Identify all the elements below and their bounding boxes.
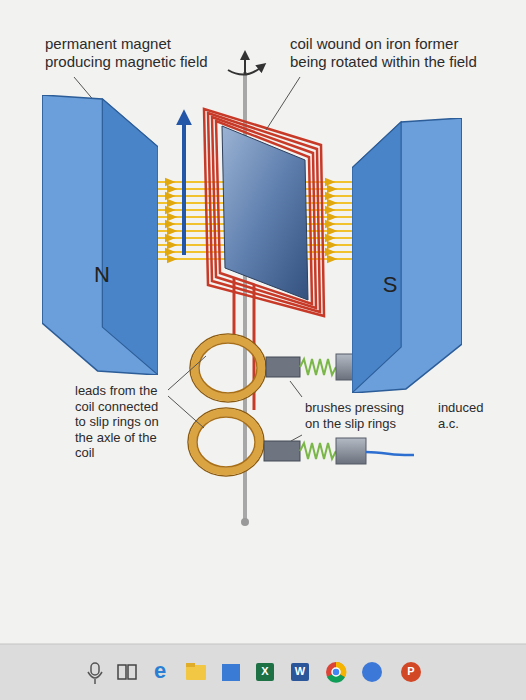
callout-label: permanent magnet producing magnetic fiel… xyxy=(45,35,220,71)
callout-label: brushes pressing on the slip rings xyxy=(305,400,420,431)
field-direction-arrow xyxy=(184,122,185,255)
app-icon-letter: X xyxy=(261,665,268,677)
taskbar xyxy=(128,665,136,679)
magnet-block: S xyxy=(352,118,462,393)
taskbar xyxy=(118,665,126,679)
pole-letter: N xyxy=(48,262,156,288)
leader-line xyxy=(168,356,206,390)
magnet-face xyxy=(102,99,158,375)
app-icon-letter: P xyxy=(402,665,420,678)
callout-label: coil wound on iron former being rotated … xyxy=(290,35,495,71)
slip-ring xyxy=(188,334,266,476)
app-icon-letter: W xyxy=(295,665,305,677)
taskbar xyxy=(222,664,240,681)
slip-ring xyxy=(197,417,255,467)
taskbar xyxy=(91,663,99,675)
taskbar xyxy=(256,663,274,681)
callout-label: coil wound on iron former being rotated … xyxy=(290,35,477,70)
brush xyxy=(300,359,336,375)
magnet-block: N xyxy=(42,95,158,375)
coil-windings xyxy=(204,109,324,316)
leader-line xyxy=(291,435,302,441)
taskbar xyxy=(332,668,340,676)
app-icon-letter: P xyxy=(407,665,414,677)
app-icon-letter: X xyxy=(256,665,274,678)
app-icon-letter: W xyxy=(291,665,309,678)
leader-line xyxy=(290,381,302,397)
coil-windings xyxy=(208,113,320,312)
taskbar xyxy=(326,662,346,682)
slip-ring xyxy=(190,334,266,402)
brush xyxy=(266,357,300,377)
magnet-face xyxy=(352,122,401,393)
brush xyxy=(300,443,336,459)
taskbar xyxy=(362,662,382,682)
leader-line xyxy=(168,396,204,428)
field-direction-arrow xyxy=(182,122,186,255)
callout-label: brushes pressing on the slip rings xyxy=(305,400,404,431)
coil-leads xyxy=(233,278,236,338)
taskbar xyxy=(0,644,526,700)
callout-label: permanent magnet producing magnetic fiel… xyxy=(45,35,208,70)
taskbar xyxy=(88,672,102,684)
magnet-shape xyxy=(42,95,158,375)
taskbar xyxy=(0,644,526,645)
callout-label: induced a.c. xyxy=(438,400,484,431)
magnet-shape xyxy=(352,118,462,393)
slip-ring xyxy=(195,339,262,398)
brush xyxy=(336,438,366,464)
taskbar xyxy=(0,644,526,700)
pole-letter: S xyxy=(339,272,441,298)
taskbar xyxy=(186,665,206,680)
taskbar xyxy=(401,662,421,682)
slip-ring xyxy=(193,413,260,472)
taskbar xyxy=(186,663,195,667)
magnet-face xyxy=(42,95,158,375)
axle xyxy=(244,58,246,74)
app-icon-letter: e xyxy=(154,658,166,683)
callout-label: induced a.c. xyxy=(438,400,494,431)
callout-label: leads from the coil connected to slip ri… xyxy=(75,383,163,461)
app-icon-letter: e xyxy=(149,658,171,684)
axle xyxy=(241,518,249,526)
coil-windings xyxy=(204,109,324,316)
callout-label: leads from the coil connected to slip ri… xyxy=(75,383,159,460)
slip-ring xyxy=(188,408,264,476)
slip-ring xyxy=(199,343,257,393)
output-wire xyxy=(366,452,414,455)
brush xyxy=(264,441,300,461)
coil-windings xyxy=(212,117,316,308)
taskbar xyxy=(291,663,309,681)
axle xyxy=(228,68,260,75)
leader-line xyxy=(266,77,300,130)
magnet-face xyxy=(352,118,462,393)
